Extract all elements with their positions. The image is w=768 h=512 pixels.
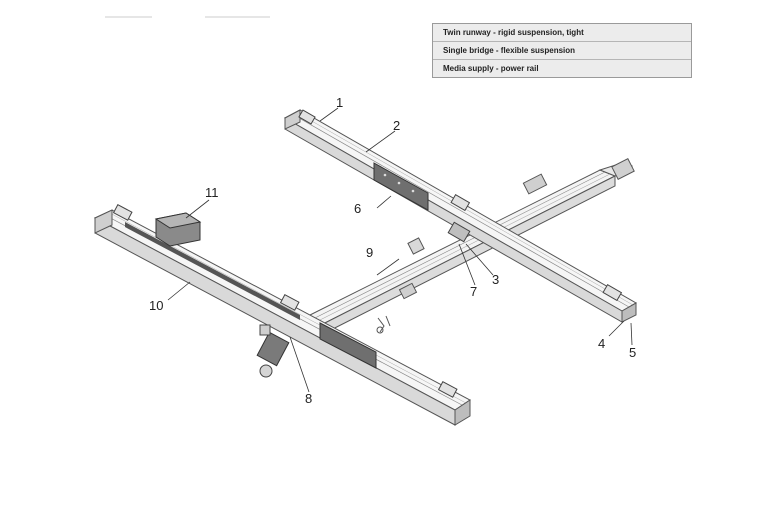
callout-7: 7 (470, 284, 477, 299)
callout-5: 5 (629, 345, 636, 360)
callout-10: 10 (149, 298, 163, 313)
runway-rail-front (93, 204, 471, 426)
callout-3: 3 (492, 272, 499, 287)
legend-table: Twin runway - rigid suspension, tight Si… (432, 23, 692, 78)
callout-1: 1 (336, 95, 343, 110)
callout-leaders (167, 107, 633, 393)
callout-8: 8 (305, 391, 312, 406)
callout-4: 4 (598, 336, 605, 351)
callout-9: 9 (366, 245, 373, 260)
callout-6: 6 (354, 201, 361, 216)
legend-row-2: Single bridge - flexible suspension (433, 42, 691, 60)
bridge-rail (298, 158, 635, 339)
legend-row-3: Media supply - power rail (443, 64, 539, 73)
callout-2: 2 (393, 118, 400, 133)
legend-row-1: Twin runway - rigid suspension, tight (433, 24, 691, 42)
runway-rail-back (283, 109, 638, 323)
callout-11: 11 (205, 185, 219, 200)
